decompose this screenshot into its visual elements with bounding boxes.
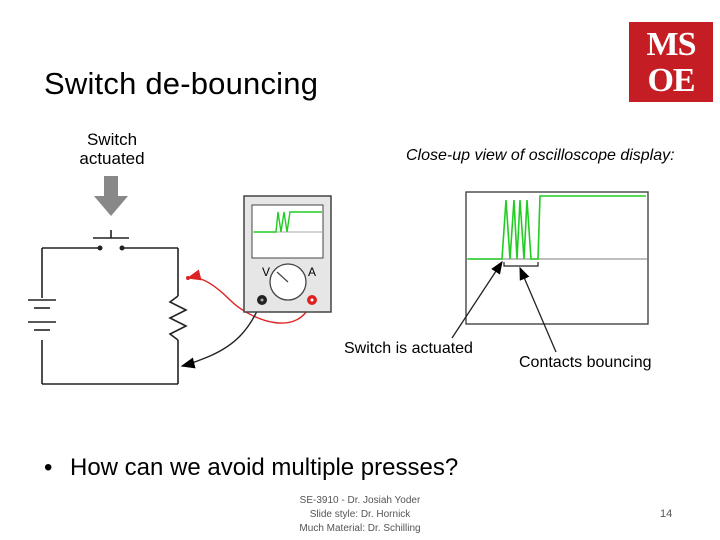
probe-wire-red — [186, 269, 313, 324]
debounce-figure: Switch actuated V A Close-up view of osc… — [28, 130, 675, 385]
msoe-logo: MS OE — [629, 22, 713, 102]
meter-a-label: A — [308, 265, 316, 279]
contacts-bouncing-label: Contacts bouncing — [519, 354, 652, 371]
scope-caption: Close-up view of oscilloscope display: — [406, 147, 675, 164]
switch-label-line1: Switch — [87, 130, 137, 149]
switch-contact-left — [97, 245, 103, 251]
switch-label-line2: actuated — [79, 149, 144, 168]
footer-line-3: Much Material: Dr. Schilling — [299, 523, 421, 534]
actuation-arrow — [94, 176, 128, 216]
bullet-item: • How can we avoid multiple presses? — [44, 454, 458, 482]
slide-footer: SE-3910 - Dr. Josiah Yoder Slide style: … — [270, 494, 450, 536]
footer-line-1: SE-3910 - Dr. Josiah Yoder — [299, 495, 421, 506]
actuated-pointer — [451, 260, 503, 339]
bouncing-pointer — [519, 266, 557, 353]
bounce-trace — [468, 195, 646, 260]
circuit — [28, 230, 188, 385]
logo-line-1: MS — [646, 26, 697, 63]
meter-v-label: V — [262, 265, 270, 279]
probe-wire-black — [180, 299, 263, 369]
switch-contact-right — [119, 245, 125, 251]
bullet-text: How can we avoid multiple presses? — [70, 454, 459, 481]
bounce-bracket — [503, 262, 539, 267]
logo-line-2: OE — [647, 62, 695, 99]
page-number: 14 — [660, 508, 673, 520]
scope-closeup — [465, 191, 649, 325]
switch-is-actuated-label: Switch is actuated — [344, 340, 473, 357]
bullet-dot-icon: • — [44, 454, 53, 481]
meter-trace — [254, 211, 322, 233]
slide-title: Switch de-bouncing — [44, 66, 319, 101]
footer-line-2: Slide style: Dr. Hornick — [309, 509, 411, 520]
